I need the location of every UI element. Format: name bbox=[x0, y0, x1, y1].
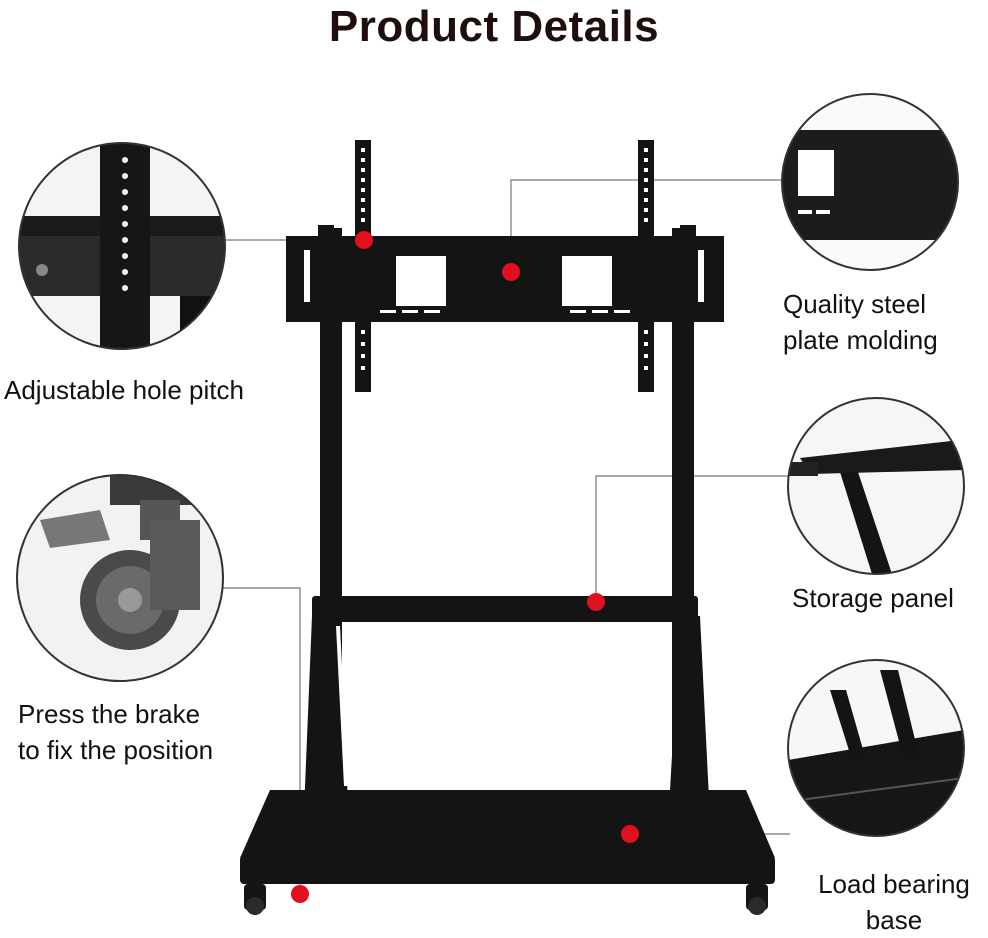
label-text: Load bearing bbox=[818, 869, 970, 899]
label-adjustable-hole-pitch: Adjustable hole pitch bbox=[4, 372, 244, 408]
detail-magnifier-circle bbox=[787, 397, 965, 575]
tv-stand bbox=[240, 140, 775, 910]
detail-magnifier-circle bbox=[787, 659, 965, 837]
detail-magnifier-circle bbox=[781, 93, 959, 271]
detail-magnifier-circle bbox=[16, 474, 224, 682]
base-plate bbox=[240, 790, 775, 858]
red-marker-dot bbox=[587, 593, 605, 611]
detail-magnifier-circle bbox=[18, 142, 226, 350]
label-storage-panel: Storage panel bbox=[792, 580, 954, 616]
storage-shelf bbox=[312, 596, 698, 622]
red-marker-dot bbox=[355, 231, 373, 249]
label-text: Storage panel bbox=[792, 583, 954, 613]
red-marker-dot bbox=[291, 885, 309, 903]
label-text: plate molding bbox=[783, 325, 938, 355]
plate-window-right bbox=[562, 256, 612, 306]
label-text: Quality steel bbox=[783, 289, 927, 319]
label-text: Adjustable hole pitch bbox=[4, 375, 244, 405]
red-marker-dot bbox=[621, 825, 639, 843]
red-markers bbox=[291, 231, 639, 903]
label-text: base bbox=[865, 905, 923, 935]
label-press-brake: Press the brake to fix the position bbox=[18, 696, 213, 768]
page-title: Product Details bbox=[328, 2, 660, 51]
top-steel-plate bbox=[286, 236, 724, 322]
label-text: Press the brake bbox=[18, 699, 201, 729]
label-load-bearing-base: Load bearing base bbox=[806, 866, 982, 938]
red-marker-dot bbox=[502, 263, 520, 281]
plate-window-left bbox=[396, 256, 446, 306]
label-text: to fix the position bbox=[18, 735, 214, 765]
label-quality-steel: Quality steel plate molding bbox=[783, 286, 938, 358]
